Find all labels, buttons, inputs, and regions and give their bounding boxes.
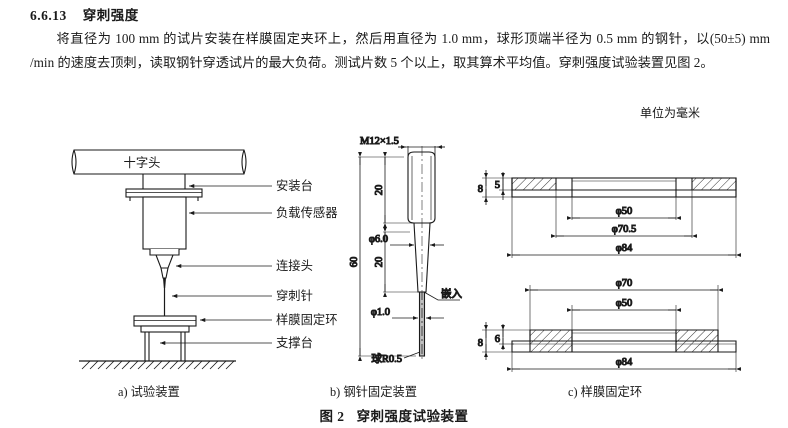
embed-leader — [423, 291, 460, 301]
embed-note-text: 嵌入 — [441, 288, 462, 300]
subcaption-b: b) 钢针固定装置 — [330, 385, 418, 399]
dim-bot-boss-text: φ70 — [616, 278, 633, 289]
dim-lower-20-text: 20 — [374, 257, 385, 268]
diagram-c-bottom-ring: φ70 φ50 8 — [477, 277, 741, 372]
dim-total-length — [358, 152, 416, 361]
callout-leaders — [159, 183, 272, 346]
callout-connector: 连接头 — [276, 258, 313, 273]
diagram-c-top-ring: 8 5 φ50 φ70.5 — [477, 170, 741, 258]
callout-support: 支撑台 — [276, 335, 313, 350]
connector — [155, 254, 174, 279]
dim-thread — [398, 145, 445, 156]
label-crosshead: 十字头 — [124, 155, 161, 170]
figure-caption-label: 图 2 — [319, 409, 345, 424]
crosshead-beam — [71, 149, 247, 175]
ground-line — [79, 360, 236, 370]
dim-top-thickness8 — [482, 170, 514, 205]
figure-caption-title: 穿刺强度试验装置 — [356, 409, 469, 424]
subcaption-a: a) 试验装置 — [118, 385, 180, 399]
tip-radius-leader — [403, 351, 421, 359]
diagram-b-needle-holder: M12×1.5 60 20 — [348, 135, 463, 365]
dim-total-length-text: 60 — [349, 257, 360, 268]
diagram-a-labels: 十字头 安装台 负载传感器 连接头 穿刺针 样膜固定环 支撑台 — [124, 155, 338, 350]
unit-note: 单位为毫米 — [639, 106, 700, 120]
dim-top-thickness8-text: 8 — [478, 184, 483, 195]
callout-load-cell: 负载传感器 — [276, 205, 338, 220]
dim-bot-thickness8 — [482, 322, 532, 360]
callout-needle: 穿刺针 — [276, 288, 313, 303]
dim-lower-20 — [383, 227, 418, 297]
dim-top-recess-text: φ70.5 — [612, 224, 636, 235]
dim-top-step5-text: 5 — [495, 180, 500, 191]
section-number: 6.6.13 — [30, 8, 67, 23]
dim-top-outer-text: φ84 — [616, 243, 633, 254]
subcaption-c: c) 样膜固定环 — [568, 385, 643, 399]
support-stand — [144, 332, 186, 361]
callout-mounting-platform: 安装台 — [276, 178, 313, 193]
dim-bot-thickness8-text: 8 — [478, 338, 483, 349]
needle-body — [407, 151, 436, 224]
dim-shank-dia-text: φ6.0 — [369, 234, 388, 245]
dim-upper-20-text: 20 — [374, 185, 385, 196]
puncture-needle — [163, 278, 166, 316]
dim-upper-20 — [383, 152, 412, 228]
load-cell — [142, 196, 187, 256]
callout-film-ring: 样膜固定环 — [276, 312, 338, 327]
dim-bot-outer-text: φ84 — [616, 357, 633, 368]
dim-bot-step6-text: 6 — [495, 334, 500, 345]
figure-caption: 图 2 穿刺强度试验装置 — [0, 405, 788, 425]
diagram-a-test-apparatus — [71, 149, 272, 370]
dim-top-bore-text: φ50 — [616, 206, 633, 217]
section-heading: 6.6.13 穿刺强度 — [30, 4, 139, 24]
body-paragraph: 将直径为 100 mm 的试片安装在样膜固定夹环上，然后用直径为 1.0 mm，… — [30, 27, 770, 74]
section-title: 穿刺强度 — [82, 8, 139, 23]
dim-thread-text: M12×1.5 — [360, 136, 399, 147]
dim-tip-radius-text: 球R0.5 — [371, 352, 402, 365]
dim-bot-bore-text: φ50 — [616, 298, 633, 309]
film-clamp-ring — [133, 315, 197, 333]
paragraph-text: 将直径为 100 mm 的试片安装在样膜固定夹环上，然后用直径为 1.0 mm，… — [30, 31, 770, 70]
dim-needle-dia-text: φ1.0 — [371, 307, 390, 318]
dim-top-step5 — [499, 172, 514, 200]
dim-bot-step6 — [499, 324, 514, 350]
